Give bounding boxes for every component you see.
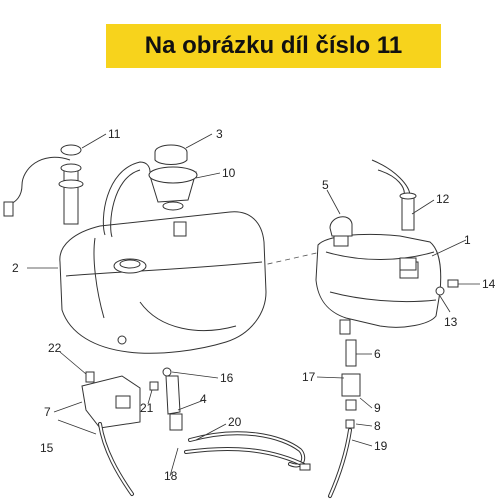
callout-12: 12 [436, 192, 450, 206]
callout-4: 4 [200, 392, 207, 406]
outlet-fitting-part[interactable] [341, 339, 361, 429]
callout-22: 22 [48, 341, 62, 355]
callout-3: 3 [216, 127, 223, 141]
mounting-bracket-part[interactable] [81, 375, 141, 429]
callout-leaders [27, 133, 480, 477]
callout-6: 6 [374, 347, 381, 361]
washer-part[interactable] [435, 286, 445, 296]
bolt-part[interactable] [447, 279, 459, 288]
bracket-bolt-part[interactable] [85, 371, 95, 383]
callout-9: 9 [374, 401, 381, 415]
callout-19: 19 [374, 439, 388, 453]
oil-level-sensor-part[interactable] [371, 159, 417, 271]
callout-14: 14 [482, 277, 496, 291]
tap-screw-part[interactable] [149, 381, 159, 391]
reservoir-cap-part[interactable] [329, 216, 353, 247]
callout-5: 5 [322, 178, 329, 192]
callout-18: 18 [164, 469, 178, 483]
fuel-tap-part[interactable] [165, 375, 183, 431]
fuel-level-sender-part[interactable] [3, 144, 84, 225]
callout-15: 15 [40, 441, 54, 455]
callout-10: 10 [222, 166, 236, 180]
callout-21: 21 [140, 401, 154, 415]
callout-1: 1 [464, 233, 471, 247]
callout-13: 13 [444, 315, 458, 329]
callout-2: 2 [12, 261, 19, 275]
callout-17: 17 [302, 370, 316, 384]
callout-20: 20 [228, 415, 242, 429]
fuel-tank-part[interactable] [59, 211, 267, 354]
part-number-banner: Na obrázku díl číslo 11 [106, 24, 441, 68]
fuel-cap-part[interactable] [154, 144, 188, 165]
filler-neck-part[interactable] [102, 161, 198, 238]
hose-clip-part[interactable] [162, 367, 172, 377]
vent-hose-part[interactable] [184, 431, 311, 471]
fuel-hose-part[interactable] [98, 422, 134, 496]
callout-7: 7 [44, 405, 51, 419]
callout-16: 16 [220, 371, 234, 385]
callout-8: 8 [374, 419, 381, 433]
oil-hose-part[interactable] [328, 428, 352, 498]
oil-reservoir-part[interactable] [315, 233, 442, 335]
callout-11: 11 [108, 127, 121, 141]
banner-text: Na obrázku díl číslo 11 [144, 32, 403, 59]
